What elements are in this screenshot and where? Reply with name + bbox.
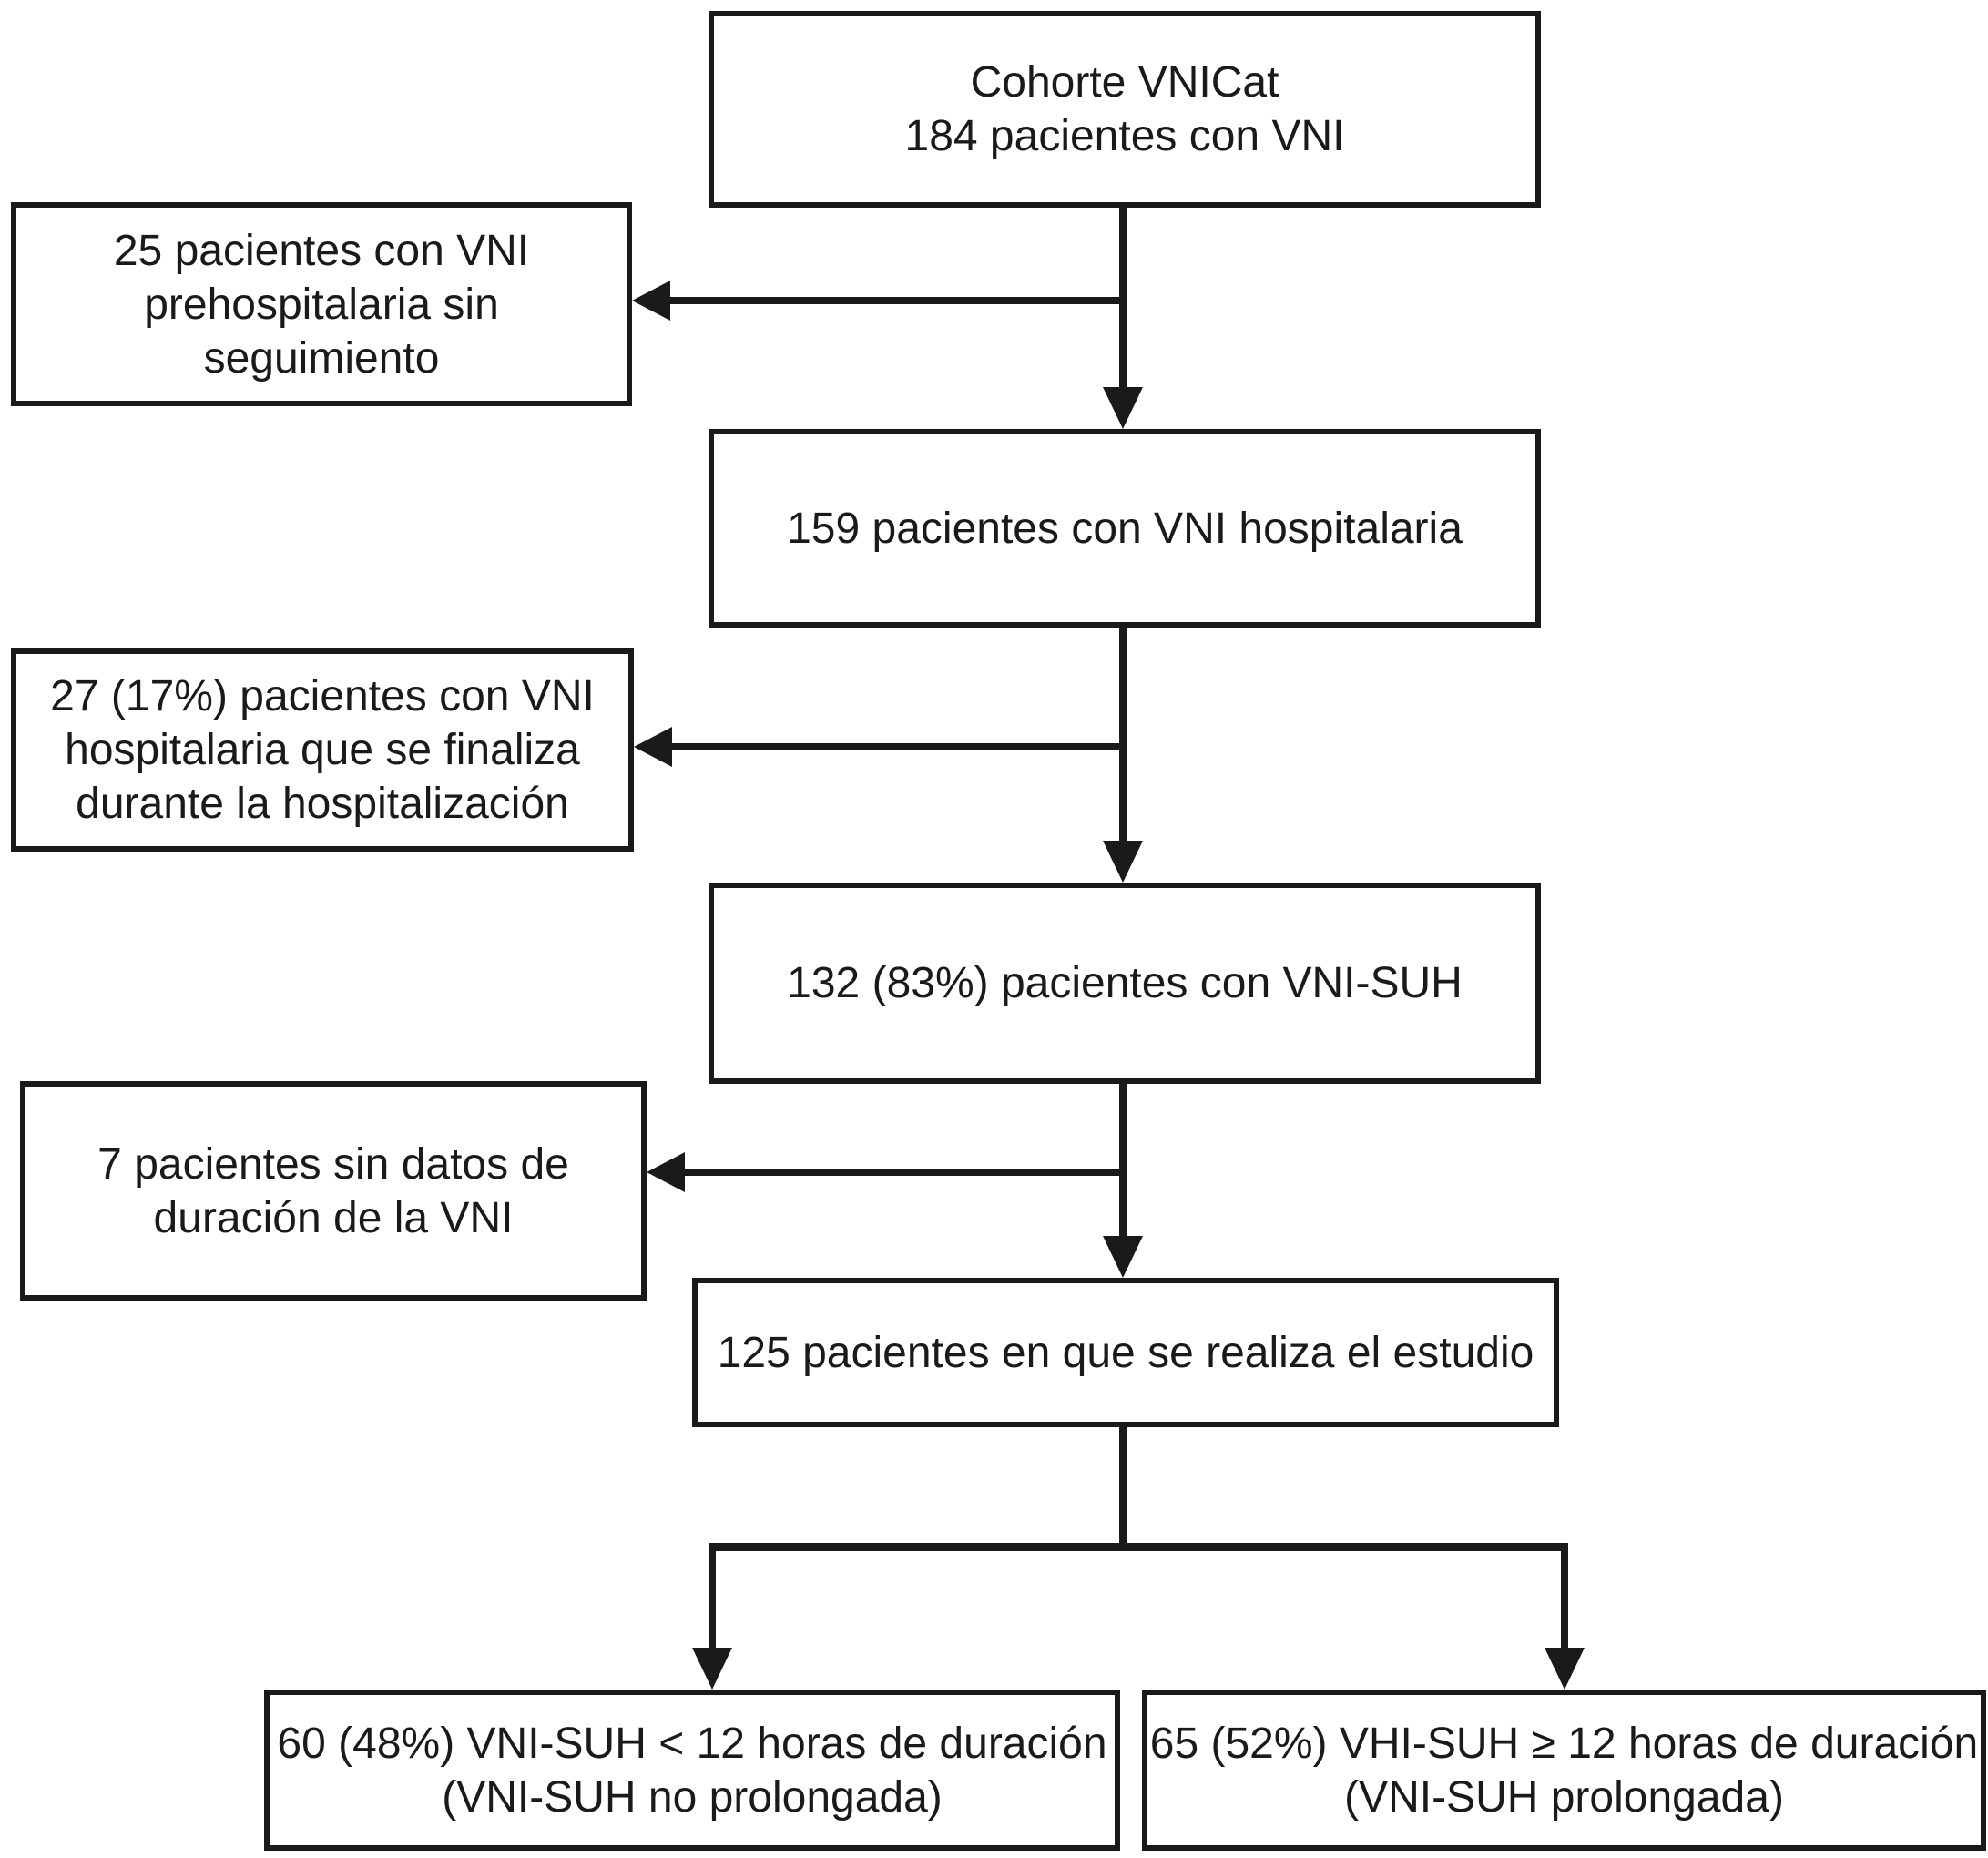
connector-drop-no-prolongada [709, 1543, 716, 1650]
box-vni-suh-prolongada-line-1: 65 (52%) VHI-SUH ≥ 12 horas de duración [1149, 1719, 1979, 1768]
arrowhead-left-to-prehospitalaria [632, 281, 670, 321]
box-cohorte-vnicat: Cohorte VNICat 184 pacientes con VNI [709, 11, 1541, 208]
box-vni-suh: 132 (83%) pacientes con VNI-SUH [709, 883, 1541, 1084]
connector-branch-prehospitalaria [670, 297, 1127, 304]
connector-drop-prolongada [1561, 1543, 1568, 1650]
connector-estudio-to-split [1119, 1427, 1127, 1550]
box-excluidos-prehospitalaria: 25 pacientes con VNI prehospitalaria sin… [11, 202, 632, 406]
connector-hospitalaria-to-vnisuh [1119, 628, 1127, 842]
arrowhead-left-to-sin-datos [647, 1152, 685, 1192]
box-vni-suh-prolongada: 65 (52%) VHI-SUH ≥ 12 horas de duración … [1142, 1690, 1986, 1851]
arrowhead-down-to-prolongada [1545, 1648, 1585, 1690]
arrowhead-down-to-vnisuh [1103, 841, 1143, 883]
box-excluidos-prehospitalaria-line-2: prehospitalaria sin [144, 280, 499, 329]
arrowhead-down-to-no-prolongada [692, 1648, 732, 1690]
connector-vnisuh-to-estudio [1119, 1084, 1127, 1238]
box-excluidos-finalizada-line-2: hospitalaria que se finaliza [65, 726, 580, 774]
connector-branch-sin-datos [685, 1169, 1127, 1176]
box-estudio-line-1: 125 pacientes en que se realiza el estud… [717, 1328, 1534, 1377]
arrowhead-down-to-estudio [1103, 1236, 1143, 1278]
box-vni-hospitalaria: 159 pacientes con VNI hospitalaria [709, 429, 1541, 628]
box-vni-suh-line-1: 132 (83%) pacientes con VNI-SUH [787, 959, 1463, 1007]
box-vni-suh-no-prolongada: 60 (48%) VNI-SUH < 12 horas de duración … [264, 1690, 1120, 1851]
arrowhead-left-to-finalizada [634, 727, 672, 767]
box-excluidos-sin-datos: 7 pacientes sin datos de duración de la … [20, 1081, 647, 1301]
box-cohorte-line-2: 184 pacientes con VNI [904, 112, 1345, 160]
box-vni-suh-prolongada-line-2: (VNI-SUH prolongada) [1344, 1772, 1784, 1822]
box-estudio: 125 pacientes en que se realiza el estud… [692, 1278, 1559, 1427]
box-excluidos-prehospitalaria-line-3: seguimiento [203, 333, 440, 383]
arrowhead-down-to-hospitalaria [1103, 387, 1143, 429]
box-excluidos-finalizada-line-1: 27 (17%) pacientes con VNI [50, 672, 595, 720]
box-vni-suh-no-prolongada-line-2: (VNI-SUH no prolongada) [442, 1772, 943, 1822]
box-vni-hospitalaria-line-1: 159 pacientes con VNI hospitalaria [787, 504, 1463, 553]
box-excluidos-sin-datos-line-1: 7 pacientes sin datos de [97, 1139, 569, 1189]
box-excluidos-finalizada: 27 (17%) pacientes con VNI hospitalaria … [11, 648, 634, 852]
box-excluidos-prehospitalaria-line-1: 25 pacientes con VNI [113, 226, 530, 275]
box-excluidos-sin-datos-line-2: duración de la VNI [153, 1193, 514, 1242]
box-vni-suh-no-prolongada-line-1: 60 (48%) VNI-SUH < 12 horas de duración [277, 1719, 1107, 1768]
connector-branch-finalizada [672, 743, 1127, 750]
box-cohorte-line-1: Cohorte VNICat [970, 58, 1279, 107]
box-excluidos-finalizada-line-3: durante la hospitalización [76, 780, 569, 828]
connector-split-horizontal [709, 1543, 1568, 1551]
